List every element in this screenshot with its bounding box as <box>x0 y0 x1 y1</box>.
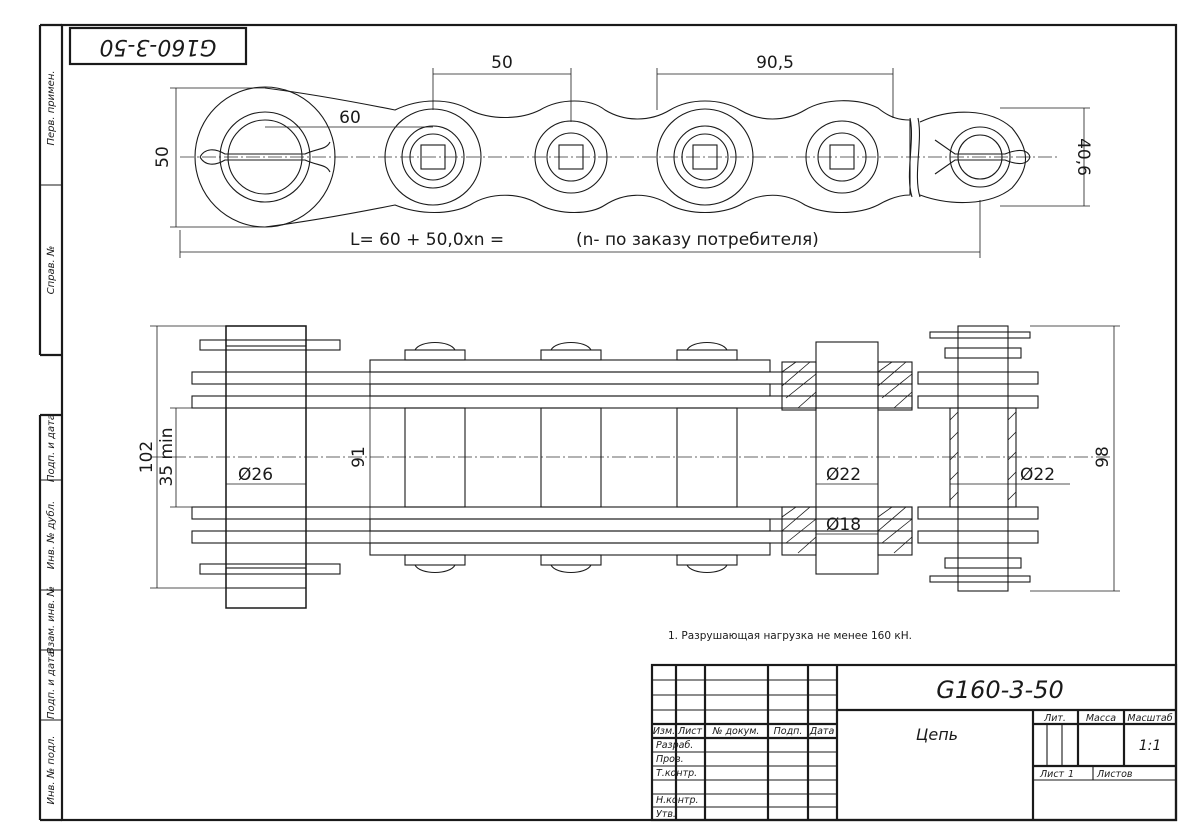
side-label-podp-data-2: Подп. и дата <box>46 651 57 719</box>
row-tkontr: Т.контр. <box>656 768 697 779</box>
plate-lower-1 <box>191 506 913 520</box>
roller-front-1 <box>404 341 466 574</box>
side-label-vzam-inv: Взам. инв. № <box>46 586 57 654</box>
dia-22-a: Ø22 <box>826 465 861 485</box>
dim-two-pitch: 90,5 <box>756 53 794 73</box>
sheets-label: Листов <box>1096 769 1133 780</box>
chain-top-view: 50 90,5 60 50 40,6 L= 60 + 50,0xn = (n- … <box>153 53 1093 258</box>
title-block: G160-3-50 Цепь Изм. Лист № докум. Подп. … <box>650 663 1178 822</box>
roller-3 <box>656 108 754 206</box>
chain-front-view: 102 35 min 91 98 Ø26 Ø22 Ø22 Ø18 <box>137 325 1120 609</box>
title-designation: G160-3-50 <box>936 676 1064 704</box>
row-prov: Пров. <box>656 754 684 765</box>
side-label-sprav: Справ. № <box>46 246 57 295</box>
dim-35min: 35 min <box>157 427 177 486</box>
side-label-inv-podl: Инв. № подл. <box>46 736 57 805</box>
dim-102: 102 <box>137 441 157 473</box>
row-razrab: Разраб. <box>656 740 693 751</box>
dim-pitch-50: 50 <box>491 53 513 73</box>
length-formula: L= 60 + 50,0xn = <box>350 230 504 250</box>
roller-4 <box>805 120 879 194</box>
side-label-inv-dubl: Инв. № дубл. <box>45 501 57 569</box>
break-line <box>908 117 921 198</box>
col-doc: № докум. <box>712 726 760 737</box>
row-nkontr: Н.контр. <box>656 795 699 806</box>
sheet-frame <box>60 23 1178 822</box>
dim-98: 98 <box>1093 446 1113 468</box>
scale-value: 1:1 <box>1139 738 1162 754</box>
end-link-ring-inner <box>227 119 303 195</box>
end-link-right-ring-inner <box>957 134 1003 180</box>
dia-22-b: Ø22 <box>1020 465 1055 485</box>
dim-height-left: 50 <box>153 146 173 168</box>
link-plate-outline <box>264 87 911 228</box>
plate-upper-1 <box>191 371 913 385</box>
designation-stamp-text: G160-3-50 <box>100 34 217 59</box>
sheet-label: Лист <box>1039 769 1065 780</box>
title-name: Цепь <box>916 725 958 744</box>
dim-end-60: 60 <box>339 108 361 128</box>
plate-upper-2 <box>191 395 913 409</box>
roller-front-2 <box>540 341 602 574</box>
roller-front-3 <box>676 341 738 574</box>
dia-18: Ø18 <box>826 515 861 535</box>
sheet-number: 1 <box>1068 769 1074 780</box>
side-label-podp-data-1: Подп. и дата <box>46 414 57 482</box>
col-list: Лист <box>677 726 703 737</box>
end-link-ring-outer <box>219 111 311 203</box>
roller-section <box>781 341 913 575</box>
designation-stamp: G160-3-50 <box>68 26 248 66</box>
side-label-perv-primen: Перв. примен. <box>46 70 57 145</box>
length-note: (n- по заказу потребителя) <box>576 230 819 250</box>
side-strip: Перв. примен. Справ. № Подп. и дата Инв.… <box>38 23 62 822</box>
col-izm: Изм. <box>653 726 675 737</box>
dim-91: 91 <box>349 446 369 468</box>
cotter-pin-right <box>934 139 1031 175</box>
dia-26: Ø26 <box>238 465 273 485</box>
hdr-massa: Масса <box>1086 713 1116 724</box>
col-data: Дата <box>809 726 835 737</box>
plate-lower-2 <box>191 530 913 544</box>
end-link-right <box>919 111 1026 204</box>
dim-height-right: 40,6 <box>1073 138 1093 176</box>
cotter-pin-left <box>199 141 331 173</box>
end-link-right-ring-outer <box>949 126 1011 188</box>
hdr-lit: Лит. <box>1043 713 1066 724</box>
hdr-masshtab: Масштаб <box>1127 713 1172 724</box>
end-pin-right <box>929 325 1031 592</box>
end-pin-left <box>199 325 341 609</box>
technical-note: 1. Разрушающая нагрузка не менее 160 кН. <box>668 630 912 642</box>
col-podp: Подп. <box>774 726 803 737</box>
row-utv: Утв. <box>656 809 676 820</box>
